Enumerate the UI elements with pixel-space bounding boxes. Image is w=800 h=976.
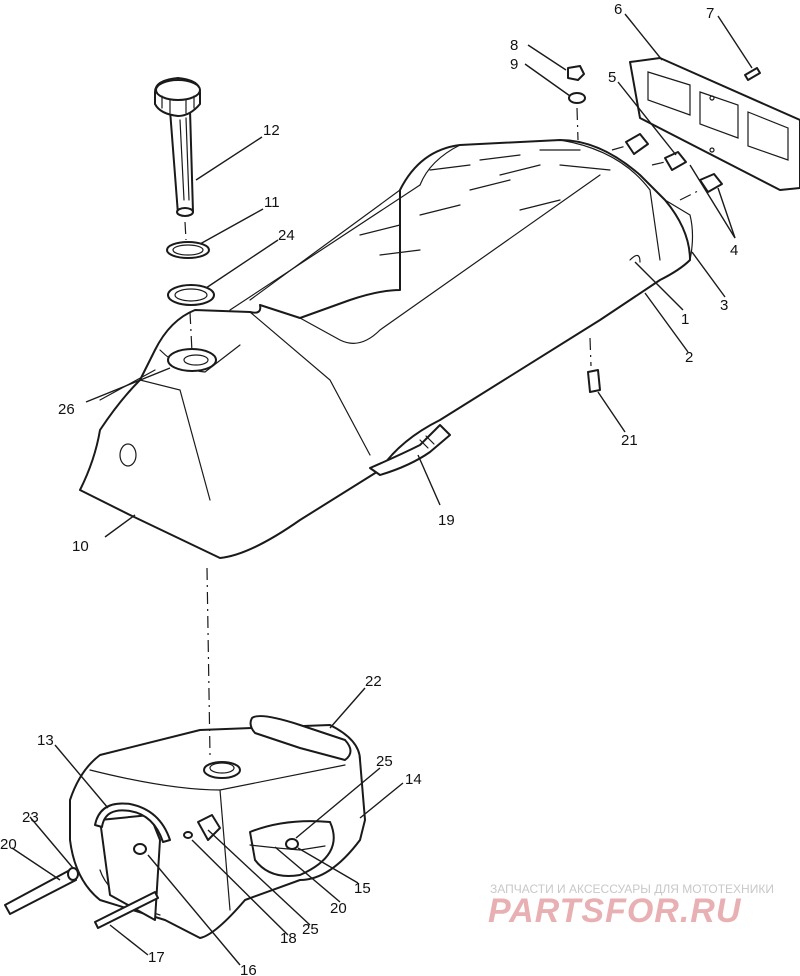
bolt-part bbox=[587, 369, 601, 393]
fuel-cap-part bbox=[154, 77, 201, 217]
fuel-tank-part bbox=[69, 724, 366, 939]
callout-25-top: 25 bbox=[376, 753, 393, 770]
callout-labels: 12 11 24 26 10 19 8 9 6 7 5 4 3 1 2 21 2… bbox=[0, 1, 738, 976]
callout-19: 19 bbox=[438, 512, 455, 529]
callout-22: 22 bbox=[365, 673, 382, 690]
callout-3: 3 bbox=[720, 297, 728, 314]
screw-part bbox=[744, 67, 761, 81]
leader-lines bbox=[11, 13, 753, 966]
fuel-line-part bbox=[4, 867, 79, 915]
mounting-strap-part bbox=[369, 424, 451, 476]
callout-16: 16 bbox=[240, 962, 257, 976]
gasket-ring-part bbox=[166, 241, 210, 259]
rubber-plug-part-b bbox=[664, 151, 687, 171]
clamp-part bbox=[183, 831, 193, 839]
reflector-plate-part bbox=[629, 57, 800, 191]
callout-20-right: 20 bbox=[330, 900, 347, 917]
callout-1: 1 bbox=[681, 311, 689, 328]
rubber-plug-part-c bbox=[699, 173, 723, 193]
callout-7: 7 bbox=[706, 5, 714, 22]
callout-2: 2 bbox=[685, 349, 693, 366]
callout-8: 8 bbox=[510, 37, 518, 54]
callout-12: 12 bbox=[263, 122, 280, 139]
callout-23: 23 bbox=[22, 809, 39, 826]
washer-part bbox=[568, 92, 586, 104]
callout-26: 26 bbox=[58, 401, 75, 418]
callout-10: 10 bbox=[72, 538, 89, 555]
callout-18: 18 bbox=[280, 930, 297, 947]
callout-13: 13 bbox=[37, 732, 54, 749]
callout-17: 17 bbox=[148, 949, 165, 966]
watermark: ЗАПЧАСТИ И АКСЕССУАРЫ ДЛЯ МОТОТЕХНИКИ PA… bbox=[488, 882, 774, 930]
callout-5: 5 bbox=[608, 69, 616, 86]
callout-15: 15 bbox=[354, 880, 371, 897]
callout-24: 24 bbox=[278, 227, 295, 244]
tank-cover-part bbox=[79, 139, 694, 559]
callout-11: 11 bbox=[264, 194, 280, 211]
rubber-plug-part-a bbox=[625, 133, 649, 155]
callout-20-left: 20 bbox=[0, 836, 17, 853]
rubber-pad-part bbox=[249, 715, 352, 761]
callout-6: 6 bbox=[614, 1, 622, 18]
grommet-part bbox=[133, 843, 147, 855]
watermark-tagline: ЗАПЧАСТИ И АКСЕССУАРЫ ДЛЯ МОТОТЕХНИКИ bbox=[490, 882, 774, 896]
vent-hose-part bbox=[94, 802, 171, 843]
callout-4: 4 bbox=[730, 242, 738, 259]
nut-part bbox=[567, 65, 585, 81]
watermark-brand: PARTSFOR.RU bbox=[488, 892, 742, 930]
alignment-lines bbox=[184, 107, 701, 756]
callout-14: 14 bbox=[405, 771, 422, 788]
fitting-part bbox=[249, 838, 326, 851]
seal-ring-part bbox=[167, 284, 215, 306]
pickup-tube-part bbox=[94, 891, 159, 929]
callout-21: 21 bbox=[621, 432, 638, 449]
callout-9: 9 bbox=[510, 56, 518, 73]
callout-25-bottom: 25 bbox=[302, 921, 319, 938]
